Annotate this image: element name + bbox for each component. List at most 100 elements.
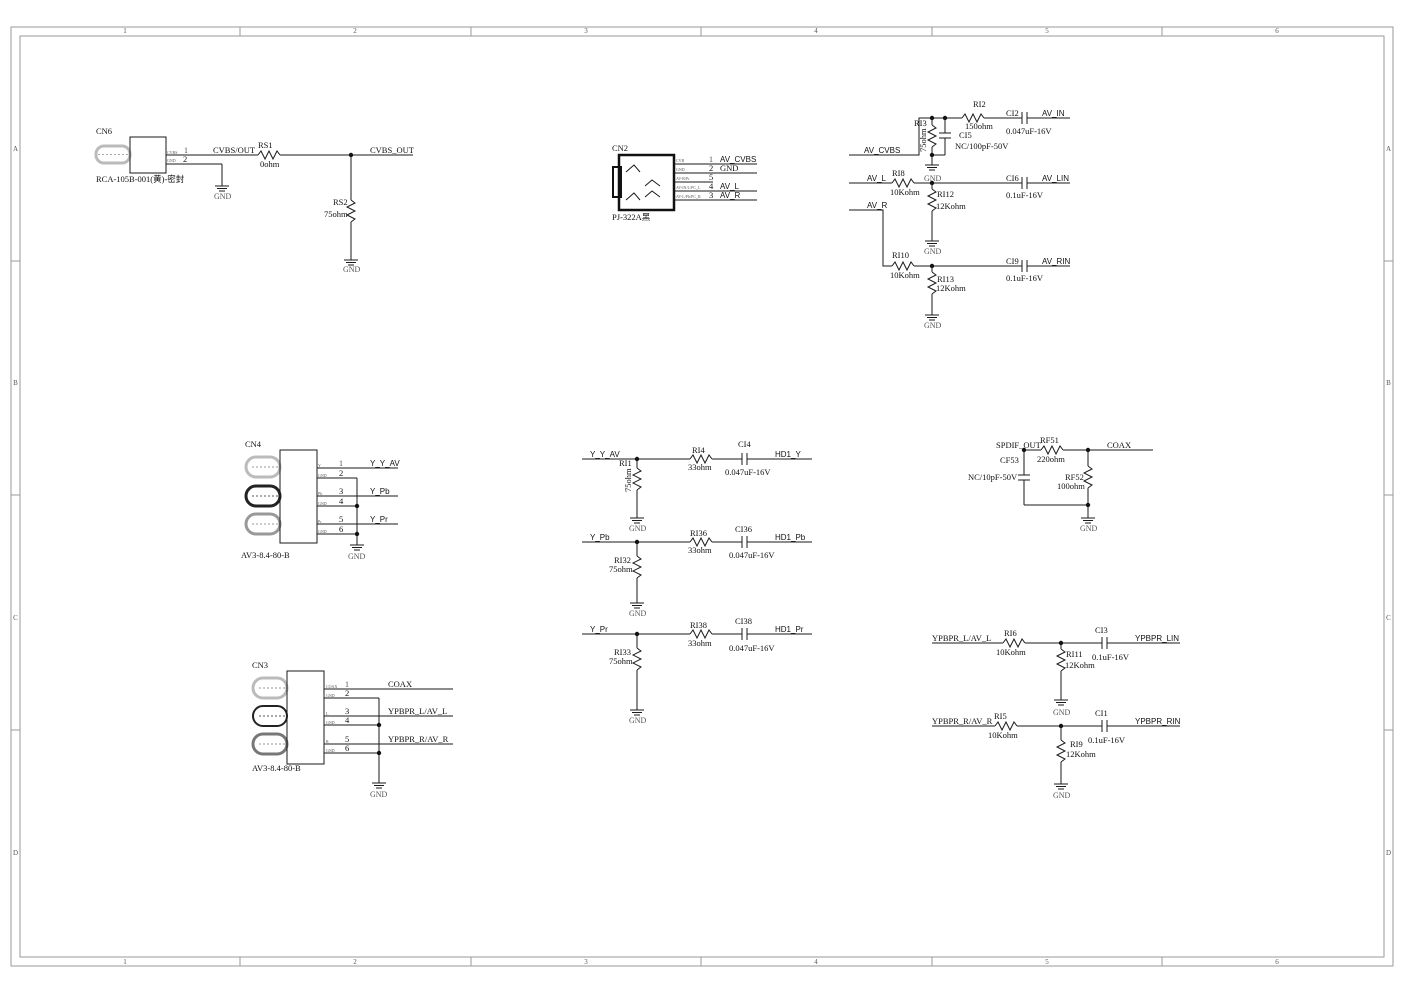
cn4-net-y: Y_Y_AV (370, 459, 400, 468)
cn3-net-l: YPBPR_L/AV_L (388, 706, 447, 716)
col-label-bottom-3: 3 (584, 958, 588, 966)
cn6-rca-connector: CN6 CVBS GND 1 2 GND RCA-105B-001(黄)-密封 … (94, 126, 258, 201)
cn3-gnd-label: GND (370, 790, 388, 799)
cn2-net-av-l: AV_L (720, 182, 740, 191)
ri2-value: 150ohm (965, 121, 993, 131)
ci4-value: 0.047uF-16V (725, 467, 771, 477)
cn4-pin5: 5 (339, 514, 343, 524)
cn4-pin5-name: Pr (318, 519, 322, 524)
cn6-pin1-num: 1 (184, 146, 188, 155)
ri38-value: 33ohm (688, 638, 712, 648)
cn6-pin2-name: GND (167, 158, 176, 163)
ci5-value: NC/100pF-50V (955, 141, 1009, 151)
ci36-value: 0.047uF-16V (729, 550, 775, 560)
row-label-right-a: A (1386, 145, 1391, 153)
av-in-network: AV_CVBS RI2 150ohm CI2 0.047uF-16V AV_IN… (849, 99, 1071, 330)
ci9-ref: CI9 (1006, 256, 1019, 266)
cn2-pin2: 2 (709, 163, 713, 173)
cn3-pin5: 5 (345, 734, 349, 744)
cn3-pin2-name: GND (326, 693, 335, 698)
cn3-pin6: 6 (345, 743, 349, 753)
net-ypbpr-l-in: YPBPR_L/AV_L (932, 633, 991, 643)
cn4-net-pb: Y_Pb (370, 487, 390, 496)
ri33-ref: RI33 (614, 647, 631, 657)
rs2-ref: RS2 (333, 197, 348, 207)
net-hd1-y: HD1_Y (775, 450, 801, 459)
cn3-pin2: 2 (345, 688, 349, 698)
cn3-av3-connector: CN3 GND COAX GND L GND R GND 1 2 3 4 5 6… (251, 660, 453, 799)
row-label-left-d: D (13, 849, 18, 857)
ri4-ref: RI4 (692, 445, 706, 455)
cn2-small-gnd: GND (676, 167, 685, 172)
cn4-ref: CN4 (245, 439, 262, 449)
net-av-r: AV_R (867, 201, 888, 210)
cn4-net-pr: Y_Pr (370, 515, 388, 524)
ri1-value: 75ohm (623, 468, 633, 492)
row-label-left-c: C (13, 614, 18, 622)
cn2-pin5: 5 (709, 172, 713, 182)
ci4-ref: CI4 (738, 439, 752, 449)
ypbpr-audio-network: YPBPR_L/AV_L RI6 10Kohm CI3 0.1uF-16V YP… (932, 625, 1181, 800)
cn4-pin2-name: GND (318, 473, 327, 478)
ypbpr-video-network: Y_Y_AV RI4 33ohm CI4 0.047uF-16V HD1_Y R… (582, 439, 812, 725)
col-label-top-4: 4 (814, 27, 818, 35)
net-pr-in: Y_Pr (590, 625, 608, 634)
ri3-gnd-label: GND (924, 174, 942, 183)
ci3-value: 0.1uF-16V (1092, 652, 1130, 662)
ri9-value: 12Kohm (1066, 749, 1096, 759)
ci2-ref: CI2 (1006, 108, 1019, 118)
sheet-frame: 1 2 3 4 5 6 1 2 3 4 5 6 A B C D A B C D (10, 26, 1394, 967)
rf51-value: 220ohm (1037, 454, 1065, 464)
rs2-gnd-label: GND (343, 265, 361, 274)
ri11-value: 12Kohm (1065, 660, 1095, 670)
ri12-value: 12Kohm (936, 201, 966, 211)
net-hd1-pr: HD1_Pr (775, 625, 804, 634)
ri8-ref: RI8 (892, 168, 905, 178)
ri9-ref: RI9 (1070, 739, 1083, 749)
row-label-right-b: B (1386, 379, 1391, 387)
cn3-pin1: 1 (345, 680, 349, 689)
col-label-top-2: 2 (353, 27, 357, 35)
ri10-ref: RI10 (892, 250, 909, 260)
col-label-bottom-4: 4 (814, 958, 818, 966)
ri1-ref: RI1 (619, 458, 632, 468)
cn3-pin4-name: GND (326, 720, 335, 725)
cn4-gnd-label: GND (348, 552, 366, 561)
cn2-part: PJ-322A黑 (612, 212, 651, 222)
ri5-value: 10Kohm (988, 730, 1018, 740)
cn4-part: AV3-8.4-80-B (241, 550, 290, 560)
cn2-net-gnd: GND (720, 163, 738, 173)
cn3-pin4: 4 (345, 715, 350, 725)
ri33-value: 75ohm (609, 656, 633, 666)
net-coax: COAX (1107, 440, 1131, 450)
cf53-value: NC/10pF-50V (968, 472, 1018, 482)
net-cvbs-out: CVBS_OUT (370, 145, 415, 155)
net-ypbpr-rin: YPBPR_RIN (1135, 717, 1181, 726)
cn3-pin6-name: GND (326, 748, 335, 753)
ri6-ref: RI6 (1004, 628, 1017, 638)
ri3-value: 75ohm (918, 128, 928, 152)
col-label-bottom-2: 2 (353, 958, 357, 966)
cn3-pin1-name: COAX (326, 684, 337, 689)
col-label-top-5: 5 (1045, 27, 1049, 35)
col-label-bottom-1: 1 (123, 958, 127, 966)
cn2-ref: CN2 (612, 143, 628, 153)
ri36-ref: RI36 (690, 528, 707, 538)
ri2-ref: RI2 (973, 99, 986, 109)
cn6-gnd-label: GND (214, 192, 232, 201)
cn4-pin1: 1 (339, 459, 343, 468)
ci5-ref: CI5 (959, 130, 972, 140)
ci9-value: 0.1uF-16V (1006, 273, 1044, 283)
col-label-bottom-5: 5 (1045, 958, 1049, 966)
ri3-ref: RI3 (914, 118, 927, 128)
cn4-pin1-name: Y (318, 463, 321, 468)
rf52-value: 100ohm (1057, 481, 1085, 491)
net-av-cvbs: AV_CVBS (864, 146, 900, 155)
cn2-net-av-cvbs: AV_CVBS (720, 155, 756, 164)
ci38-ref: CI38 (735, 616, 752, 626)
rs1-resistor: RS1 0ohm (257, 140, 281, 169)
spdif-coax-network: SPDIF_OUT RF51 220ohm COAX CF53 NC/10pF-… (968, 435, 1153, 533)
net-av-lin: AV_LIN (1042, 174, 1069, 183)
ri11-gnd-label: GND (1053, 708, 1071, 717)
ci2-value: 0.047uF-16V (1006, 126, 1052, 136)
